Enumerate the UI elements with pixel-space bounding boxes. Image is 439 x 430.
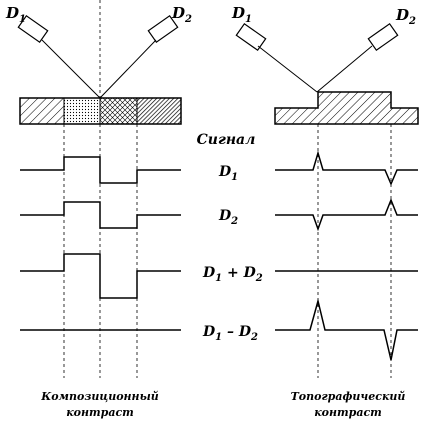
signal-title: Сигнал xyxy=(197,132,256,148)
right-d1-label: D1 xyxy=(231,4,252,25)
right-panel: D1 D2 Топографический контраст xyxy=(231,4,419,419)
left-d1-label: D1 xyxy=(5,4,26,25)
signal-labels: Сигнал D1 D2 D1 + D2 D1 – D2 xyxy=(197,132,263,343)
left-beam-d1 xyxy=(41,39,101,99)
right-caption-line2: контраст xyxy=(314,406,382,419)
right-detector-d2: D2 xyxy=(367,6,416,52)
row-label-d1: D1 xyxy=(218,164,238,183)
right-signal-d2 xyxy=(275,197,418,232)
right-d2-label: D2 xyxy=(395,6,416,27)
left-signal-d1 xyxy=(20,156,181,184)
row-label-sum: D1 + D2 xyxy=(202,265,263,284)
left-sample xyxy=(19,97,182,125)
left-beam-d2 xyxy=(99,39,157,99)
left-detector-d1: D1 xyxy=(5,4,49,44)
row-label-diff: D1 – D2 xyxy=(202,324,258,343)
right-signal-diff xyxy=(275,298,418,361)
right-signal-d1 xyxy=(275,150,418,186)
right-sample xyxy=(274,91,419,125)
right-detector-d1: D1 xyxy=(231,4,267,52)
right-caption-line1: Топографический xyxy=(291,390,406,403)
row-label-d2: D2 xyxy=(218,208,238,227)
right-beam-d1 xyxy=(257,45,318,93)
left-d2-label: D2 xyxy=(171,4,192,25)
right-beam-d2 xyxy=(316,45,373,93)
left-caption-line1: Композиционный xyxy=(40,390,159,403)
left-signal-d2 xyxy=(20,201,181,229)
left-signal-sum xyxy=(20,253,181,299)
left-panel: D1 D2 Композиционный xyxy=(5,0,192,419)
left-caption-line2: контраст xyxy=(66,406,134,419)
left-detector-d2: D2 xyxy=(147,4,192,44)
